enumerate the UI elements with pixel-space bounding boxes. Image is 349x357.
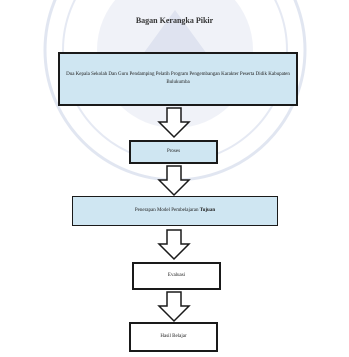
node-learning-outcome-label: Hasil Belajar [160,334,187,339]
arrow-down-icon [157,165,191,197]
node-model-label-bold: Tujuan [199,208,216,213]
node-evaluation: Evaluasi [132,262,221,290]
node-participants: Dua Kepala Sekolah Dan Guru Pendamping P… [58,52,298,106]
arrow-down-icon [157,229,191,261]
node-participants-label: Dua Kepala Sekolah Dan Guru Pendamping P… [66,72,290,85]
node-learning-outcome: Hasil Belajar [129,322,218,352]
node-process: Proses [129,140,218,164]
diagram-title: Bagan Kerangka Pikir [135,16,214,25]
arrow-down-icon [157,291,191,323]
node-model-label: Penerapan Model Pembelajaran [134,208,199,213]
node-evaluation-label: Evaluasi [167,273,186,278]
node-process-label: Proses [166,149,181,154]
node-model-application: Penerapan Model Pembelajaran Tujuan [72,196,278,226]
arrow-down-icon [157,107,191,139]
